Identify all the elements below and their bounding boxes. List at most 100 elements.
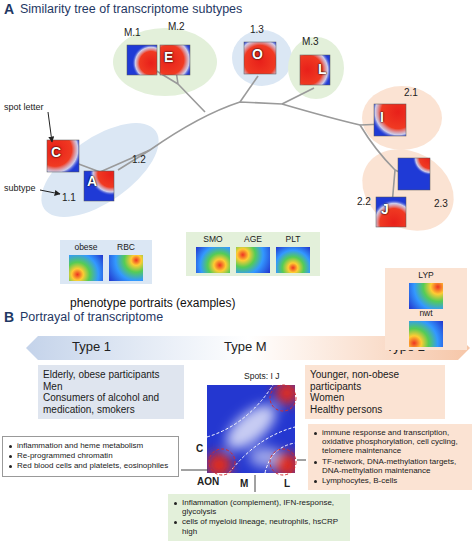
phenotype-cell: SMO [196,235,230,273]
group-description: Elderly, obese participants [43,369,179,381]
label-holder: 2.2 [357,196,371,207]
label-holder: M [240,478,248,489]
bullet [314,461,317,464]
label: Portrayal of transcriptome [20,310,163,324]
label-holder: Portrayal of transcriptome [20,311,163,325]
bullet [174,521,177,524]
label: A [4,1,14,17]
feature-text: immune response and transcription, oxida… [322,428,467,456]
label: M [240,478,248,489]
label-holder: phenotype portraits (examples) [70,297,235,310]
label: 1.2 [132,154,146,165]
label: Spots: I J [244,371,279,381]
label: C [51,144,61,160]
label: E [164,49,173,65]
subtype-groups [26,28,469,247]
pointer-arrow [40,190,60,194]
label: M.3 [302,36,319,47]
similarity-tree [68,64,412,205]
bullet [174,502,177,505]
phenotype-cell: PLT [276,235,310,273]
label-holder: L [284,478,290,489]
phenotype-cell: RBC [109,243,143,281]
group-description: Women [310,392,440,404]
subtype-portraits [47,42,430,227]
phenotype-name: RBC [109,243,143,253]
label-holder: A [87,174,97,189]
feature-text: TF-network, DNA-methylation targets, DNA… [322,457,467,475]
label-holder: I [380,110,384,125]
phenotype-name: SMO [196,235,230,245]
label: phenotype portraits (examples) [70,296,235,310]
label: B [4,309,14,325]
label: subtype [4,183,36,193]
group-description: Younger, non-obese participants [310,369,440,392]
label: 2.3 [434,198,448,209]
phenotype-portrait [409,321,443,347]
phenotype-cell: AGE [236,235,270,273]
phenotype-group: SMO AGE PLT [186,232,320,276]
bullet [9,455,12,458]
label: I [380,109,384,125]
pointer-arrow [48,112,52,142]
phenotype-name: obese [69,243,103,253]
label-holder: 2.1 [404,87,418,98]
label: 1.1 [62,192,76,203]
feature-text: Inflammation (complement), IFN-response,… [182,498,345,516]
label-holder: C [196,443,203,454]
label-holder: M.2 [168,21,185,32]
label-holder: spot letter [4,103,44,113]
phenotype-group: LYPnwt [385,268,467,350]
feature-text: inflammation and heme metabolism [17,441,173,450]
phenotype-name: nwt [409,309,443,319]
label-holder: O [252,47,263,62]
feature-text: Red blood cells and platelets, eosinophi… [17,461,173,470]
label: J [381,201,389,217]
label-holder: M.3 [302,36,319,47]
label: C [196,443,203,454]
feature-text: Lymphocytes, B-cells [322,476,467,485]
label-holder: AON [197,476,219,487]
leader-lines [181,460,306,492]
group-description: Consumers of alcohol and medication, smo… [43,392,179,415]
label: 2.2 [357,196,371,207]
phenotype-name: PLT [276,235,310,245]
label: L [318,61,327,77]
phenotype-name: AGE [236,235,270,245]
label-holder: Similarity tree of transcriptome subtype… [20,3,242,17]
bullet [9,445,12,448]
group-description: Healthy persons [310,404,440,416]
bullet [314,432,317,435]
label-holder: M.1 [124,27,141,38]
label-holder: J [381,202,389,217]
label: Type 1 [72,339,111,354]
label: M.2 [168,21,185,32]
phenotype-cell: nwt [409,309,443,347]
phenotype-portrait [69,255,103,281]
phenotype-portrait [196,247,230,273]
phenotype-portrait [409,283,443,309]
label-holder: 2.3 [434,198,448,209]
label: O [252,46,263,62]
label-holder: subtype [4,184,36,194]
label-holder: Type M [224,340,267,354]
phenotype-portrait [276,247,310,273]
label-holder: B [4,310,14,325]
label-holder: 1.3 [250,24,264,35]
label: 1.3 [250,24,264,35]
bullet [9,465,12,468]
label-holder: C [51,145,61,160]
phenotype-cell: LYP [409,271,443,309]
label: M.1 [124,27,141,38]
label: Similarity tree of transcriptome subtype… [20,2,242,16]
phenotype-portrait [236,247,270,273]
phenotype-group: obese RBC [60,240,152,284]
label: L [284,478,290,489]
label-holder: L [318,62,327,77]
label: AON [197,476,219,487]
phenotype-portrait [109,255,143,281]
feature-text: Re-programmed chromatin [17,451,173,460]
feature-text: cells of myeloid lineage, neutrophils, h… [182,517,345,535]
label: spot letter [4,102,44,112]
label: Type M [224,339,267,354]
